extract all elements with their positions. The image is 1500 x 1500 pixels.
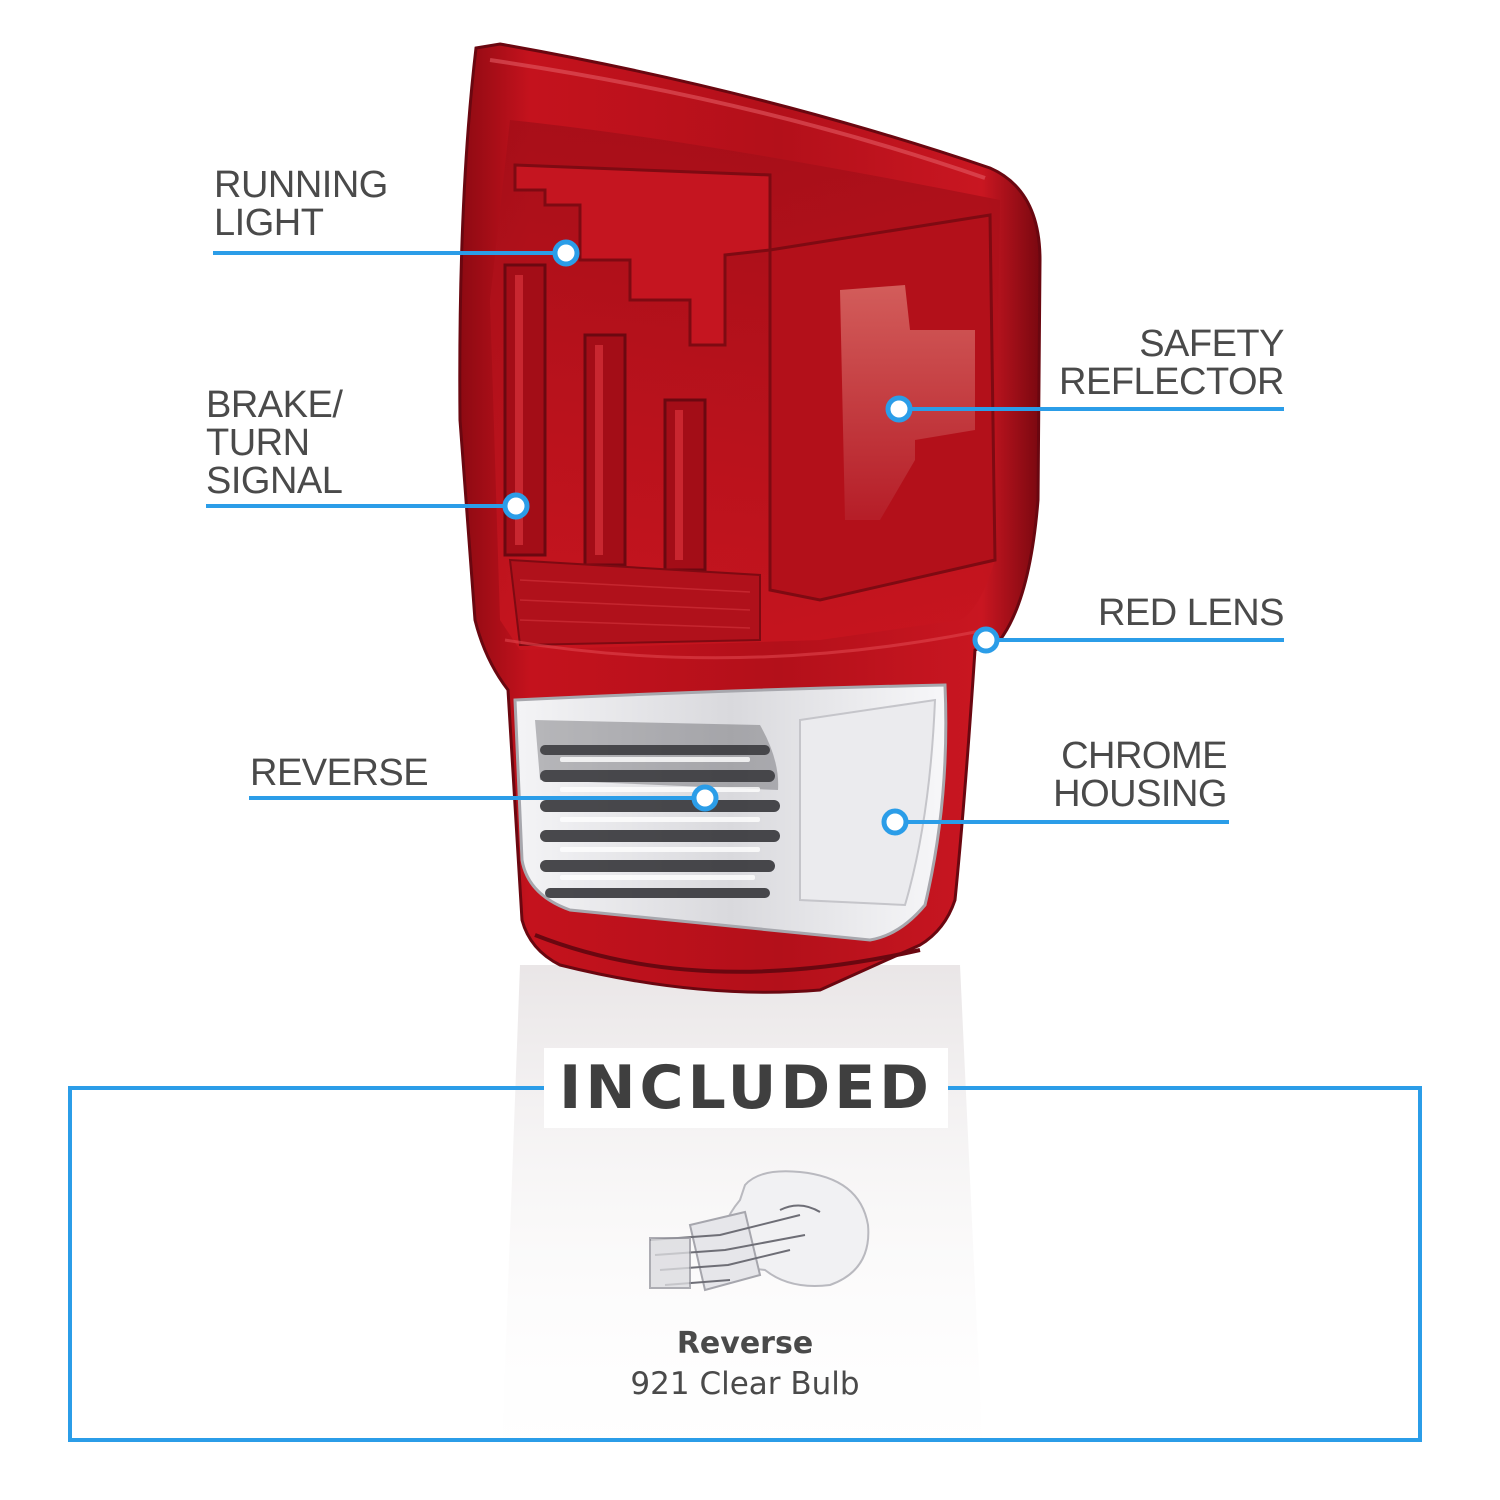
label-running-light: RUNNING LIGHT: [214, 164, 388, 244]
label-red-lens: RED LENS: [1097, 592, 1285, 634]
label-chrome-housing: CHROME HOUSING: [1053, 735, 1227, 815]
label-safety-reflector: SAFETY REFLECTOR: [1059, 323, 1284, 403]
bulb-image: [649, 1170, 870, 1292]
label-reverse: REVERSE: [250, 752, 429, 794]
bulb-description: 921 Clear Bulb: [630, 1366, 860, 1402]
included-heading: INCLUDED: [544, 1048, 948, 1128]
bulb-type: Reverse: [676, 1326, 814, 1361]
label-brake-turn-signal: BRAKE/ TURN SIGNAL: [206, 384, 343, 502]
